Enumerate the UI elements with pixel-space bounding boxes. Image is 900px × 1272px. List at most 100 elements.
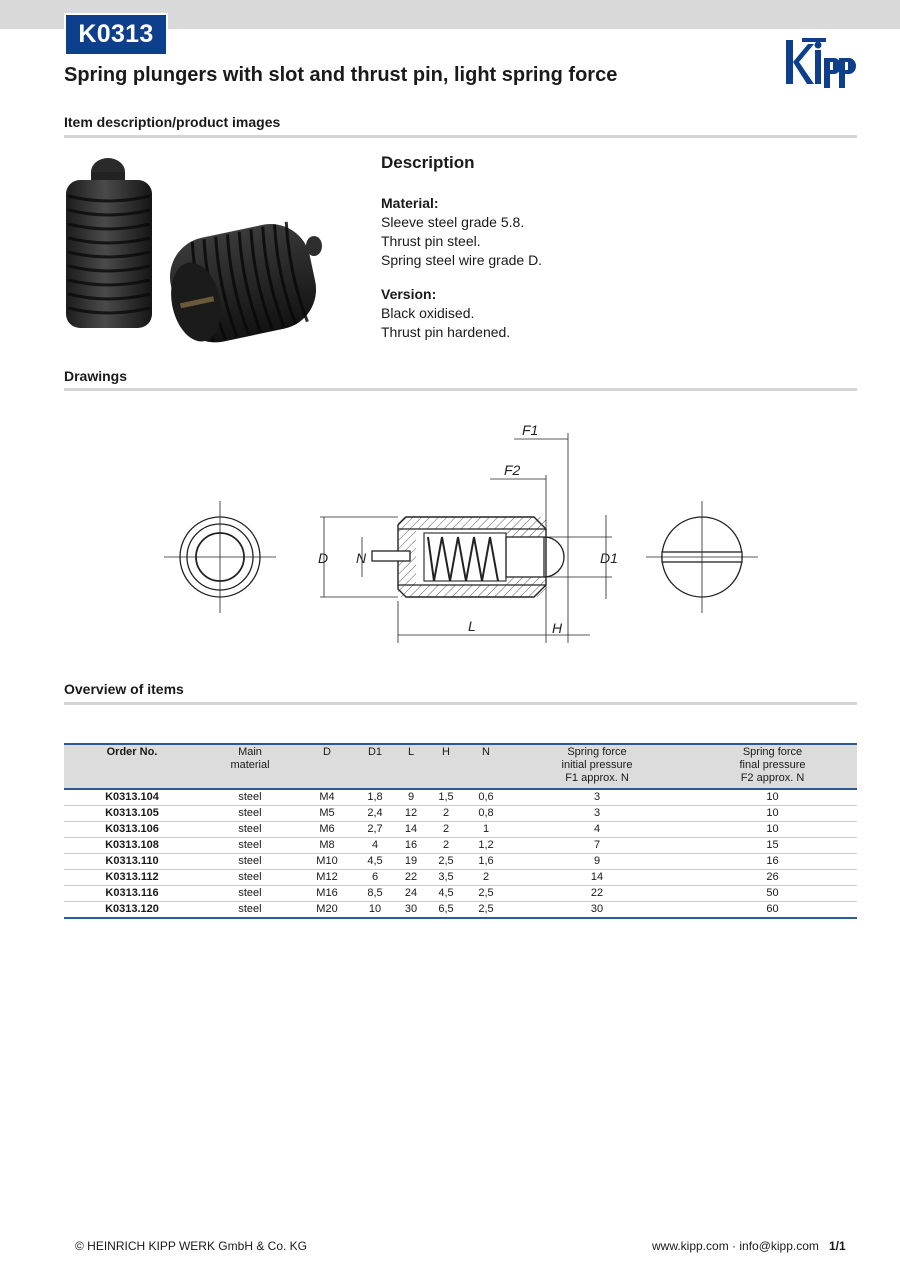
product-code-badge: K0313 [64, 13, 168, 56]
table-cell: 0,6 [466, 789, 506, 806]
footer-contact: www.kipp.com · info@kipp.com [652, 1239, 819, 1253]
table-cell: M12 [300, 869, 354, 886]
table-cell: steel [200, 901, 300, 919]
table-cell: 1,6 [466, 853, 506, 870]
table-cell: 22 [506, 885, 688, 902]
column-header-line: D [323, 746, 331, 758]
table-cell: 4 [506, 821, 688, 838]
table-cell: steel [200, 869, 300, 886]
version-line: Thrust pin hardened. [381, 324, 511, 340]
table-cell: 3,5 [426, 869, 466, 886]
table-cell: 8,5 [354, 885, 396, 902]
table-cell: M10 [300, 853, 354, 870]
column-header-line: D1 [367, 746, 383, 758]
table-cell: 10 [688, 821, 857, 838]
table-cell: 2,7 [354, 821, 396, 838]
version-line: Black oxidised. [381, 305, 475, 321]
table-cell: 10 [688, 805, 857, 822]
table-cell: 1,2 [466, 837, 506, 854]
column-header-line: Main [238, 746, 262, 758]
footer-page-number: 1/1 [829, 1239, 846, 1253]
column-header: Order No. [64, 743, 200, 790]
table-cell: 1,5 [426, 789, 466, 806]
material-line: Spring steel wire grade D. [381, 252, 543, 268]
column-header-line: F1 approx. N [565, 772, 629, 784]
table-cell: steel [200, 853, 300, 870]
column-header-line: L [407, 746, 415, 758]
table-cell: 6 [354, 869, 396, 886]
section-title-drawings: Drawings [64, 368, 128, 384]
table-cell: 3 [506, 789, 688, 806]
table-cell: 2,5 [466, 901, 506, 919]
version-label: Version: [381, 286, 437, 302]
section-title-overview: Overview of items [64, 681, 184, 697]
table-cell: 14 [396, 821, 426, 838]
order-number-cell: K0313.116 [64, 885, 200, 902]
description-heading: Description [381, 153, 475, 172]
order-number-cell: K0313.106 [64, 821, 200, 838]
table-cell: 12 [396, 805, 426, 822]
table-cell: 6,5 [426, 901, 466, 919]
table-cell: M20 [300, 901, 354, 919]
table-cell: M6 [300, 821, 354, 838]
order-number-cell: K0313.112 [64, 869, 200, 886]
order-number-cell: K0313.105 [64, 805, 200, 822]
section-title-item-description: Item description/product images [64, 114, 281, 130]
label-f1: F1 [522, 422, 538, 438]
table-cell: 16 [396, 837, 426, 854]
table-cell: steel [200, 805, 300, 822]
column-header-line: Spring force [742, 746, 803, 758]
table-cell: 1,8 [354, 789, 396, 806]
column-header: H [426, 743, 466, 790]
material-line: Sleeve steel grade 5.8. [381, 214, 525, 230]
table-cell: 60 [688, 901, 857, 919]
order-number-cell: K0313.110 [64, 853, 200, 870]
table-cell: 26 [688, 869, 857, 886]
table-cell: 50 [688, 885, 857, 902]
table-cell: 2 [466, 869, 506, 886]
table-cell: 9 [506, 853, 688, 870]
table-cell: 30 [506, 901, 688, 919]
column-header: D [300, 743, 354, 790]
table-cell: 19 [396, 853, 426, 870]
description-block: Description Material: Sleeve steel grade… [381, 153, 542, 342]
table-cell: 2 [426, 805, 466, 822]
label-l: L [468, 618, 476, 634]
table-cell: 10 [688, 789, 857, 806]
column-header-line: material [230, 759, 270, 771]
table-cell: 4,5 [426, 885, 466, 902]
table-cell: 30 [396, 901, 426, 919]
label-f2: F2 [504, 462, 521, 478]
column-header: D1 [354, 743, 396, 790]
section-divider [64, 702, 857, 705]
table-cell: 2 [426, 837, 466, 854]
column-header-line: Spring force [567, 746, 627, 758]
table-cell: 1 [466, 821, 506, 838]
product-image [66, 158, 322, 343]
table-cell: 3 [506, 805, 688, 822]
material-line: Thrust pin steel. [381, 233, 481, 249]
column-header-line: H [442, 746, 450, 758]
table-cell: M5 [300, 805, 354, 822]
column-header: L [396, 743, 426, 790]
table-cell: steel [200, 837, 300, 854]
table-cell: 24 [396, 885, 426, 902]
column-header-line: N [482, 746, 490, 758]
table-cell: 0,8 [466, 805, 506, 822]
table-cell: steel [200, 821, 300, 838]
table-cell: 10 [354, 901, 396, 919]
order-number-cell: K0313.104 [64, 789, 200, 806]
page-title: Spring plungers with slot and thrust pin… [64, 64, 618, 86]
table-cell: steel [200, 885, 300, 902]
kipp-logo [786, 38, 856, 88]
label-d: D [318, 550, 328, 566]
